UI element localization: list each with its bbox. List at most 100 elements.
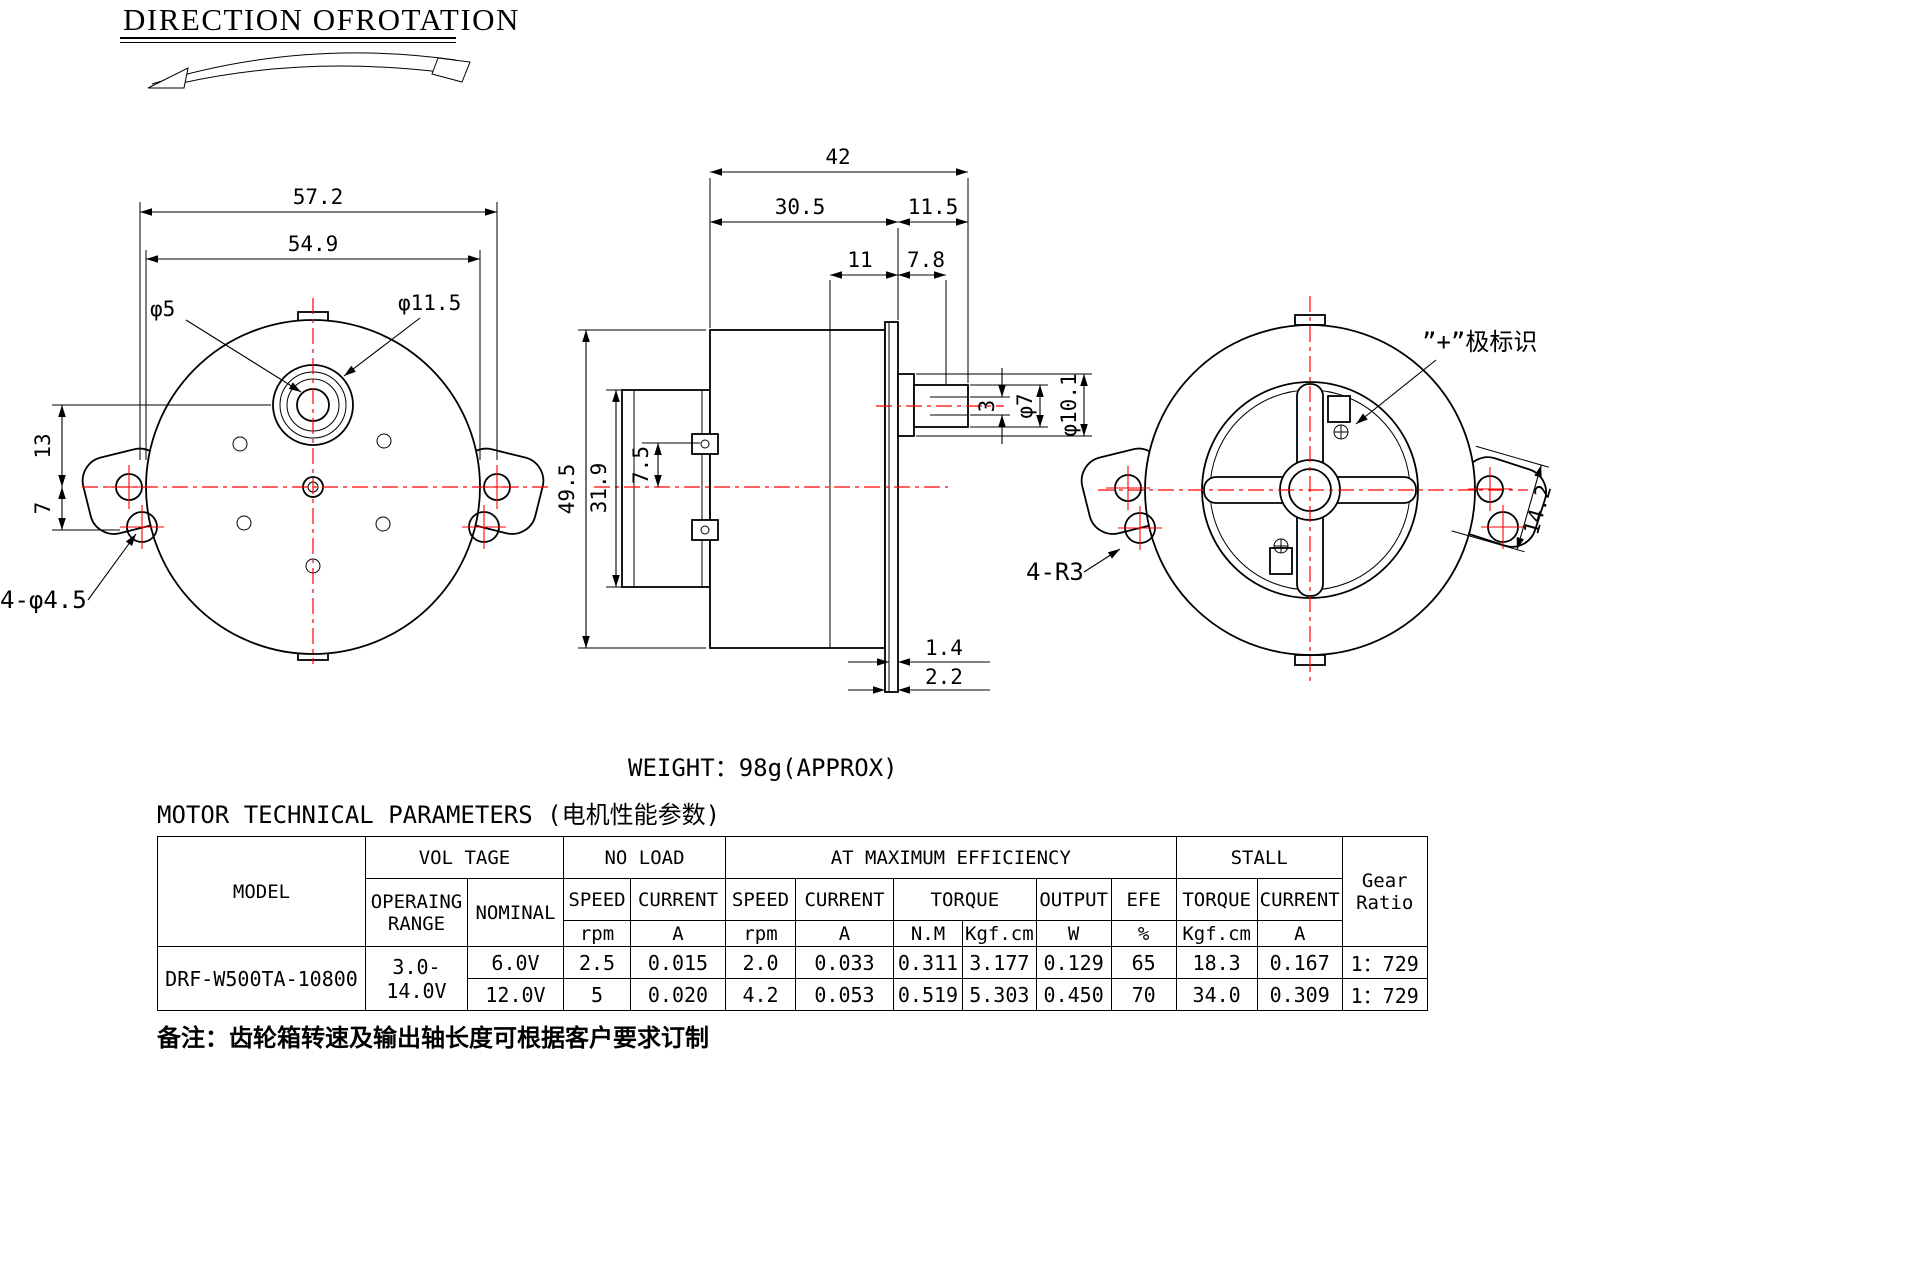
front-view: 57.2 54.9 φ5 φ11.5 13 7 4-φ4.5 <box>0 185 548 664</box>
table-row: DRF-W500TA-10800 3.0-14.0V 6.0V 2.5 0.01… <box>157 946 1428 1011</box>
dim-4-phi4-5: 4-φ4.5 <box>0 586 87 614</box>
cell-me-current: 0.033 <box>795 946 894 979</box>
col-model: MODEL <box>157 836 366 947</box>
cell-stall-torque: 18.3 <box>1175 946 1258 979</box>
cell-nl-current: 0.020 <box>630 978 726 1011</box>
technical-drawing: 57.2 54.9 φ5 φ11.5 13 7 4-φ4.5 <box>0 52 1556 694</box>
col-nominal: NOMINAL <box>467 878 564 947</box>
col-voltage: VOL TAGE <box>365 836 564 879</box>
cell-efe: 65 <box>1110 946 1177 979</box>
dim-phi10-1: φ10.1 <box>1057 373 1081 436</box>
cell-gear: 1：729 <box>1341 978 1428 1011</box>
back-view: ”+”极标识 4-R3 14.2 <box>1026 296 1556 682</box>
side-dimensions: 42 30.5 11.5 11 7.8 49.5 31.9 7.5 <box>555 145 1092 694</box>
dim-57-2: 57.2 <box>293 185 344 209</box>
dim-phi11-5: φ11.5 <box>398 291 461 315</box>
unit-pct: % <box>1110 920 1177 947</box>
cell-range: 3.0-14.0V <box>365 946 468 1011</box>
col-me-speed: SPEED <box>725 878 796 921</box>
cell-torque-kgfcm: 3.177 <box>962 946 1037 979</box>
cell-nl-current: 0.015 <box>630 946 726 979</box>
title-underline-top <box>120 37 456 39</box>
side-shaft-boss <box>897 373 915 437</box>
col-stall-torque: TORQUE <box>1175 878 1258 921</box>
side-terminal-top <box>691 433 719 455</box>
dim-11: 11 <box>847 248 872 272</box>
minus-terminal-symbol <box>1273 538 1289 554</box>
cell-torque-kgfcm: 5.303 <box>962 978 1037 1011</box>
cell-stall-current: 0.167 <box>1256 946 1343 979</box>
dim-11-5: 11.5 <box>908 195 959 219</box>
cell-output: 0.129 <box>1035 946 1112 979</box>
cell-model: DRF-W500TA-10800 <box>157 946 366 1011</box>
unit-a3: A <box>1256 920 1343 947</box>
col-max-efficiency: AT MAXIMUM EFFICIENCY <box>725 836 1177 879</box>
parameters-table: MODEL VOL TAGE NO LOAD AT MAXIMUM EFFICI… <box>157 836 1428 1011</box>
unit-nm: N.M <box>893 920 963 947</box>
col-torque: TORQUE <box>893 878 1037 921</box>
dim-7: 7 <box>31 502 55 515</box>
dim-54-9: 54.9 <box>288 232 339 256</box>
col-operating-range: OPERAING RANGE <box>365 878 468 947</box>
col-gear-ratio: Gear Ratio <box>1341 836 1428 947</box>
col-no-load: NO LOAD <box>563 836 726 879</box>
cell-nl-speed: 5 <box>563 978 631 1011</box>
dim-1-4: 1.4 <box>925 636 963 660</box>
unit-rpm: rpm <box>563 920 631 947</box>
side-view: 42 30.5 11.5 11 7.8 49.5 31.9 7.5 <box>555 145 1092 694</box>
rotation-arrow <box>147 52 471 89</box>
dim-30-5: 30.5 <box>775 195 826 219</box>
back-mount-holes <box>1106 466 1525 550</box>
side-mount-plate <box>884 321 899 693</box>
table-row: 12.0V 5 0.020 4.2 0.053 0.519 5.303 0.45… <box>158 978 1428 1011</box>
back-dimensions: ”+”极标识 4-R3 14.2 <box>1026 328 1556 586</box>
dim-42: 42 <box>825 145 850 169</box>
unit-kgfcm: Kgf.cm <box>962 920 1037 947</box>
cell-torque-nm: 0.519 <box>893 978 963 1011</box>
cell-torque-nm: 0.311 <box>893 946 963 979</box>
col-me-current: CURRENT <box>795 878 894 921</box>
cell-nominal: 6.0V <box>467 946 564 979</box>
cell-stall-current: 0.309 <box>1256 978 1343 1011</box>
dim-13: 13 <box>31 433 55 458</box>
cell-me-speed: 2.0 <box>725 946 796 979</box>
cell-stall-torque: 34.0 <box>1175 978 1258 1011</box>
cell-nominal: 12.0V <box>467 978 564 1011</box>
unit-kgfcm2: Kgf.cm <box>1175 920 1258 947</box>
cell-me-current: 0.053 <box>795 978 894 1011</box>
side-terminal-bottom <box>691 519 719 541</box>
weight-label: WEIGHT：98g(APPROX) <box>628 754 898 782</box>
table-title: MOTOR TECHNICAL PARAMETERS (电机性能参数) <box>157 801 721 829</box>
remark-note: 备注：齿轮箱转速及输出轴长度可根据客户要求订制 <box>157 1024 709 1052</box>
page-title: DIRECTION OFROTATION <box>123 2 520 37</box>
dim-4-r3: 4-R3 <box>1026 558 1084 586</box>
cell-efe: 70 <box>1110 978 1177 1011</box>
dim-31-9: 31.9 <box>587 463 611 514</box>
col-stall-current: CURRENT <box>1256 878 1343 921</box>
cell-me-speed: 4.2 <box>725 978 796 1011</box>
dim-3: 3 <box>975 400 999 413</box>
dim-7-8: 7.8 <box>907 248 945 272</box>
polarity-label: ”+”极标识 <box>1422 328 1537 356</box>
col-stall: STALL <box>1175 836 1343 879</box>
front-dimensions: 57.2 54.9 φ5 φ11.5 13 7 4-φ4.5 <box>0 185 498 614</box>
dim-phi7: φ7 <box>1013 393 1037 418</box>
dim-2-2: 2.2 <box>925 665 963 689</box>
cell-gear: 1：729 <box>1341 946 1428 979</box>
dim-49-5: 49.5 <box>555 464 579 515</box>
plus-terminal-symbol <box>1333 424 1349 440</box>
unit-w: W <box>1035 920 1112 947</box>
cell-nl-speed: 2.5 <box>563 946 631 979</box>
unit-a: A <box>630 920 726 947</box>
side-gearbox <box>709 329 886 649</box>
side-motor-can <box>621 389 711 588</box>
title-underline-bottom <box>120 42 456 43</box>
cell-output: 0.450 <box>1035 978 1112 1011</box>
dim-7-5: 7.5 <box>629 446 653 484</box>
col-output: OUTPUT <box>1035 878 1112 921</box>
col-efe: EFE <box>1110 878 1177 921</box>
unit-a2: A <box>795 920 894 947</box>
col-nl-current: CURRENT <box>630 878 726 921</box>
front-mount-holes <box>107 465 519 549</box>
